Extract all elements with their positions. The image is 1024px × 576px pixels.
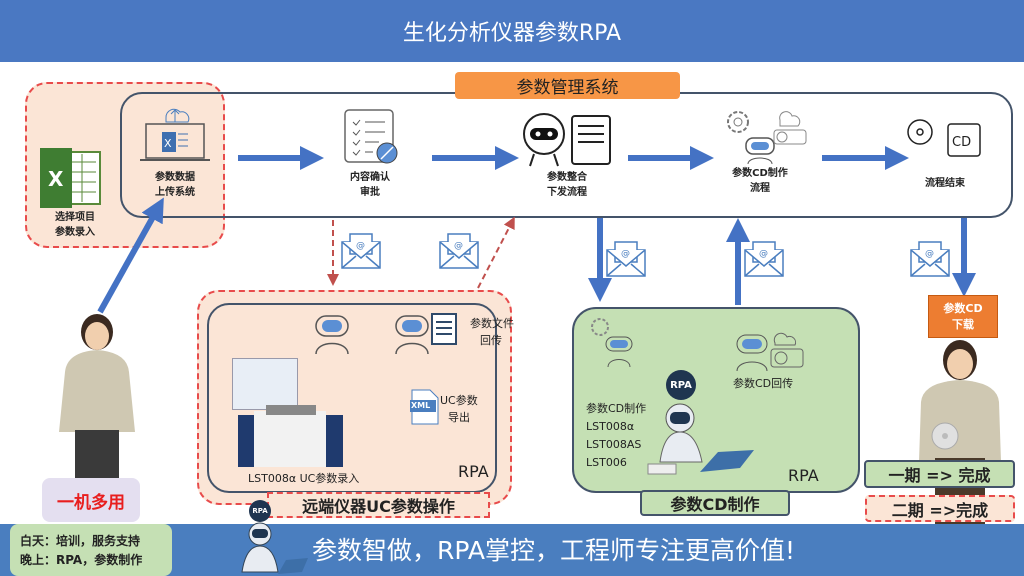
software-screenshot bbox=[232, 358, 298, 410]
step-approve-label: 内容确认审批 bbox=[350, 172, 390, 198]
excel-icon: X bbox=[40, 148, 101, 208]
file-return-label: 参数文件回传 bbox=[470, 317, 514, 347]
svg-text:@: @ bbox=[925, 249, 934, 259]
dashed-up bbox=[477, 216, 515, 289]
list-item: LST006 bbox=[586, 456, 627, 469]
schedule-box: 白天：培训，服务支持晚上：RPA，参数制作 bbox=[10, 524, 172, 576]
rpa-badge: RPA bbox=[666, 370, 696, 400]
robot-laptop-image bbox=[647, 403, 754, 475]
laptop-excel-upload-icon: X bbox=[140, 108, 210, 161]
list-item: LST008AS bbox=[586, 438, 642, 451]
step-integrate-label: 参数整合下发流程 bbox=[547, 172, 587, 198]
step-cd-label: 参数CD制作流程 bbox=[732, 168, 788, 194]
svg-text:X: X bbox=[48, 167, 64, 191]
svg-text:@: @ bbox=[454, 241, 463, 251]
engineer-person-right bbox=[919, 340, 1001, 524]
footer-rpa-badge: RPA bbox=[249, 500, 271, 522]
xml-label: XML bbox=[411, 401, 431, 410]
cd-make-label: 参数CD制作 bbox=[640, 490, 790, 516]
rpa-label-cd: RPA bbox=[788, 466, 819, 485]
robot-cd-upload-icon bbox=[736, 332, 804, 372]
email-icon: @ bbox=[744, 241, 784, 277]
rpa-label-remote: RPA bbox=[458, 462, 489, 481]
list-item: LST008α bbox=[586, 420, 635, 433]
footer-robot-image bbox=[241, 522, 308, 574]
checklist-icon bbox=[344, 109, 398, 164]
svg-text:@: @ bbox=[759, 249, 768, 259]
svg-text:X: X bbox=[164, 137, 172, 150]
multi-use-badge: 一机多用 bbox=[42, 478, 140, 522]
remote-uc-label: 远端仪器UC参数操作 bbox=[267, 492, 490, 518]
robot-document-icon bbox=[523, 113, 611, 167]
email-icon: @ bbox=[910, 241, 950, 277]
svg-text:CD: CD bbox=[952, 135, 971, 150]
step-upload-label: 参数数据上传系统 bbox=[155, 172, 195, 198]
svg-text:@: @ bbox=[356, 241, 365, 251]
cd-return-label: 参数CD回传 bbox=[733, 377, 794, 390]
phase2-status: 二期 =>完成 bbox=[865, 495, 1015, 522]
engineer-person-left bbox=[59, 314, 135, 480]
robot-file-icon bbox=[395, 313, 457, 355]
page-title: 生化分析仪器参数RPA bbox=[402, 21, 622, 46]
robot-gear-cd-icon bbox=[727, 111, 807, 165]
list-item: 参数CD制作 bbox=[586, 402, 647, 415]
gear-robot-icon bbox=[591, 318, 633, 368]
cd-finish-icon: CD bbox=[907, 119, 981, 157]
email-icon: @ bbox=[439, 233, 479, 269]
email-icon: @ bbox=[606, 241, 646, 277]
instrument-label: LST008α UC参数录入 bbox=[248, 472, 360, 485]
title-bar: 生化分析仪器参数RPA bbox=[0, 0, 1024, 62]
email-icon: @ bbox=[341, 233, 381, 269]
uc-export-label: UC参数导出 bbox=[440, 394, 478, 424]
system-label: 参数管理系统 bbox=[455, 72, 680, 99]
svg-text:@: @ bbox=[621, 249, 630, 259]
lst008-instrument-image bbox=[238, 405, 343, 467]
footer-slogan: 参数智做，RPA掌控，工程师专注更高价值! bbox=[312, 536, 795, 565]
step-end-label: 流程结束 bbox=[925, 178, 965, 189]
robot-icon bbox=[315, 315, 349, 355]
arrow-person-upload bbox=[97, 197, 164, 314]
input-label: 选择项目参数录入 bbox=[55, 212, 95, 238]
xml-file-icon bbox=[410, 389, 439, 425]
phase1-status: 一期 => 完成 bbox=[864, 460, 1015, 488]
